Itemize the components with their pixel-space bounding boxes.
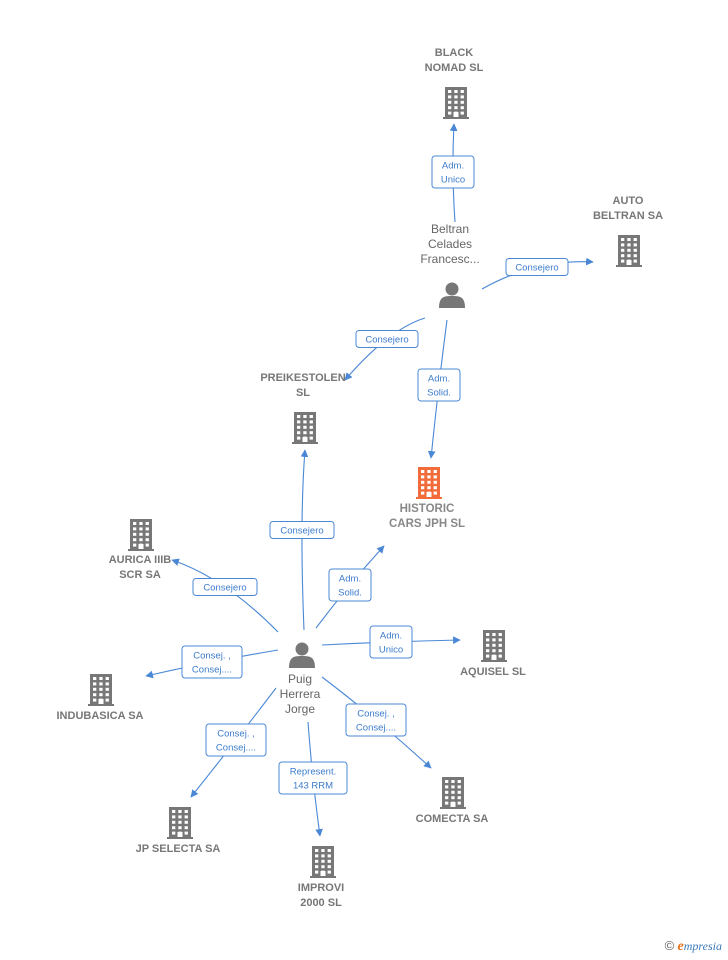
node-label: HISTORIC — [400, 503, 455, 515]
edge-label[interactable]: Represent. 143 RRM — [278, 761, 348, 795]
node-jp_selecta[interactable]: JP SELECTA SA — [136, 807, 221, 855]
edge-label-text: Adm. — [428, 374, 450, 385]
node-label: Francesc... — [420, 252, 479, 266]
edge-puig-indubasica: Consej. , Consej.... — [145, 645, 279, 679]
node-label: CARS JPH SL — [389, 518, 465, 530]
edge-label-text: Consej. , — [357, 709, 395, 720]
node-label: Puig — [288, 672, 312, 686]
node-label: IMPROVI — [298, 882, 344, 894]
person-icon[interactable] — [289, 642, 315, 669]
edge-beltran-historic: Adm. Solid. — [417, 319, 461, 459]
copyright-icon: © — [664, 938, 675, 953]
node-historic[interactable]: HISTORIC CARS JPH SL — [389, 467, 465, 530]
node-label: INDUBASICA SA — [57, 710, 144, 722]
node-label: AUTO — [613, 195, 644, 207]
edge-label[interactable]: Adm. Solid. — [417, 368, 461, 402]
nodes-layer: BLACK NOMAD SL AUTO BELTRAN SA BeltranCelade… — [57, 47, 664, 909]
edge-label-text: Adm. — [339, 574, 361, 585]
node-label: Jorge — [285, 702, 315, 716]
building-icon[interactable] — [310, 846, 336, 878]
edge-puig-aurica: Consejero — [171, 558, 279, 633]
edge-label-text: Consej. , — [217, 729, 255, 740]
edge-label-text: Consejero — [280, 526, 323, 537]
edge-label-text: Unico — [441, 175, 465, 186]
edge-label[interactable]: Consej. , Consej.... — [181, 645, 243, 679]
edge-label-text: Represent. — [290, 767, 336, 778]
edge-label[interactable]: Consejero — [269, 521, 335, 539]
edge-beltran-black_nomad: Adm. Unico — [431, 123, 475, 223]
node-auto_beltran[interactable]: AUTO BELTRAN SA — [593, 195, 663, 267]
node-black_nomad[interactable]: BLACK NOMAD SL — [425, 47, 484, 119]
edge-label[interactable]: Consejero — [505, 258, 569, 276]
node-label: BELTRAN SA — [593, 210, 663, 222]
node-label: 2000 SL — [300, 897, 342, 909]
edge-label[interactable]: Consej. , Consej.... — [205, 723, 267, 757]
edge-label-text: Adm. — [380, 631, 402, 642]
building-icon[interactable] — [440, 777, 466, 809]
node-aquisel[interactable]: AQUISEL SL — [460, 630, 526, 678]
brand-initial: e — [677, 939, 684, 954]
node-label: AURICA IIIB — [109, 554, 172, 566]
node-comecta[interactable]: COMECTA SA — [416, 777, 489, 825]
edge-label-text: Consej. , — [193, 651, 231, 662]
edge-label-text: Unico — [379, 645, 403, 656]
node-improvi[interactable]: IMPROVI 2000 SL — [298, 846, 344, 909]
edge-label[interactable]: Consejero — [355, 330, 419, 348]
edge-puig-aquisel: Adm. Unico — [321, 625, 461, 659]
edge-label[interactable]: Consejero — [192, 578, 258, 596]
node-label: NOMAD SL — [425, 62, 484, 74]
edge-puig-historic: Adm. Solid. — [315, 545, 385, 629]
node-label: COMECTA SA — [416, 813, 489, 825]
edge-puig-improvi: Represent. 143 RRM — [278, 721, 348, 837]
edge-label-text: Consej.... — [216, 743, 256, 754]
node-label: Beltran — [431, 222, 469, 236]
building-icon[interactable] — [167, 807, 193, 839]
edge-label-text: Consej.... — [356, 723, 396, 734]
node-label: Herrera — [280, 687, 321, 701]
node-label: BLACK — [435, 47, 474, 59]
edge-puig-preikestolen: Consejero — [269, 449, 335, 631]
edge-label-text: Adm. — [442, 161, 464, 172]
edges-layer: Adm.UnicoConsejeroConsejeroAdm.Solid.Con… — [145, 123, 594, 837]
edge-label-text: Consej.... — [192, 665, 232, 676]
edge-label-text: Consejero — [365, 335, 408, 346]
edge-label-text: Consejero — [515, 263, 558, 274]
edge-line — [300, 449, 309, 631]
edge-beltran-preikestolen: Consejero — [344, 317, 426, 381]
edge-puig-comecta: Consej. , Consej.... — [321, 676, 432, 769]
edge-line — [344, 317, 426, 381]
node-label: SL — [296, 387, 310, 399]
building-icon[interactable] — [88, 674, 114, 706]
edge-label[interactable]: Adm. Solid. — [328, 568, 372, 602]
edge-label[interactable]: Adm. Unico — [369, 625, 413, 659]
node-label: AQUISEL SL — [460, 666, 526, 678]
building-icon[interactable] — [616, 235, 642, 267]
building-icon[interactable] — [443, 87, 469, 119]
node-label: Celades — [428, 237, 472, 251]
edge-label-text: Solid. — [338, 588, 362, 599]
edge-label-text: Solid. — [427, 388, 451, 399]
building-icon[interactable] — [416, 467, 442, 499]
building-icon[interactable] — [292, 412, 318, 444]
edge-beltran-auto_beltran: Consejero — [481, 257, 594, 290]
person-icon[interactable] — [439, 282, 465, 309]
building-icon[interactable] — [481, 630, 507, 662]
brand-name: mpresia — [683, 939, 722, 953]
node-beltran[interactable]: BeltranCeladesFrancesc... — [420, 222, 480, 309]
edge-label[interactable]: Adm. Unico — [431, 155, 475, 189]
edge-label-text: Consejero — [203, 583, 246, 594]
edge-label-text: 143 RRM — [293, 781, 333, 792]
node-label: JP SELECTA SA — [136, 843, 221, 855]
building-icon[interactable] — [128, 519, 154, 551]
edge-puig-jp_selecta: Consej. , Consej.... — [190, 687, 277, 798]
node-aurica[interactable]: AURICA IIIB SCR SA — [109, 519, 172, 581]
edge-label[interactable]: Consej. , Consej.... — [345, 703, 407, 737]
empresia-watermark: © empresia — [665, 938, 722, 955]
node-label: SCR SA — [119, 569, 161, 581]
node-indubasica[interactable]: INDUBASICA SA — [57, 674, 144, 722]
node-label: PREIKESTOLEN — [260, 372, 345, 384]
node-preikestolen[interactable]: PREIKESTOLEN SL — [260, 372, 346, 444]
